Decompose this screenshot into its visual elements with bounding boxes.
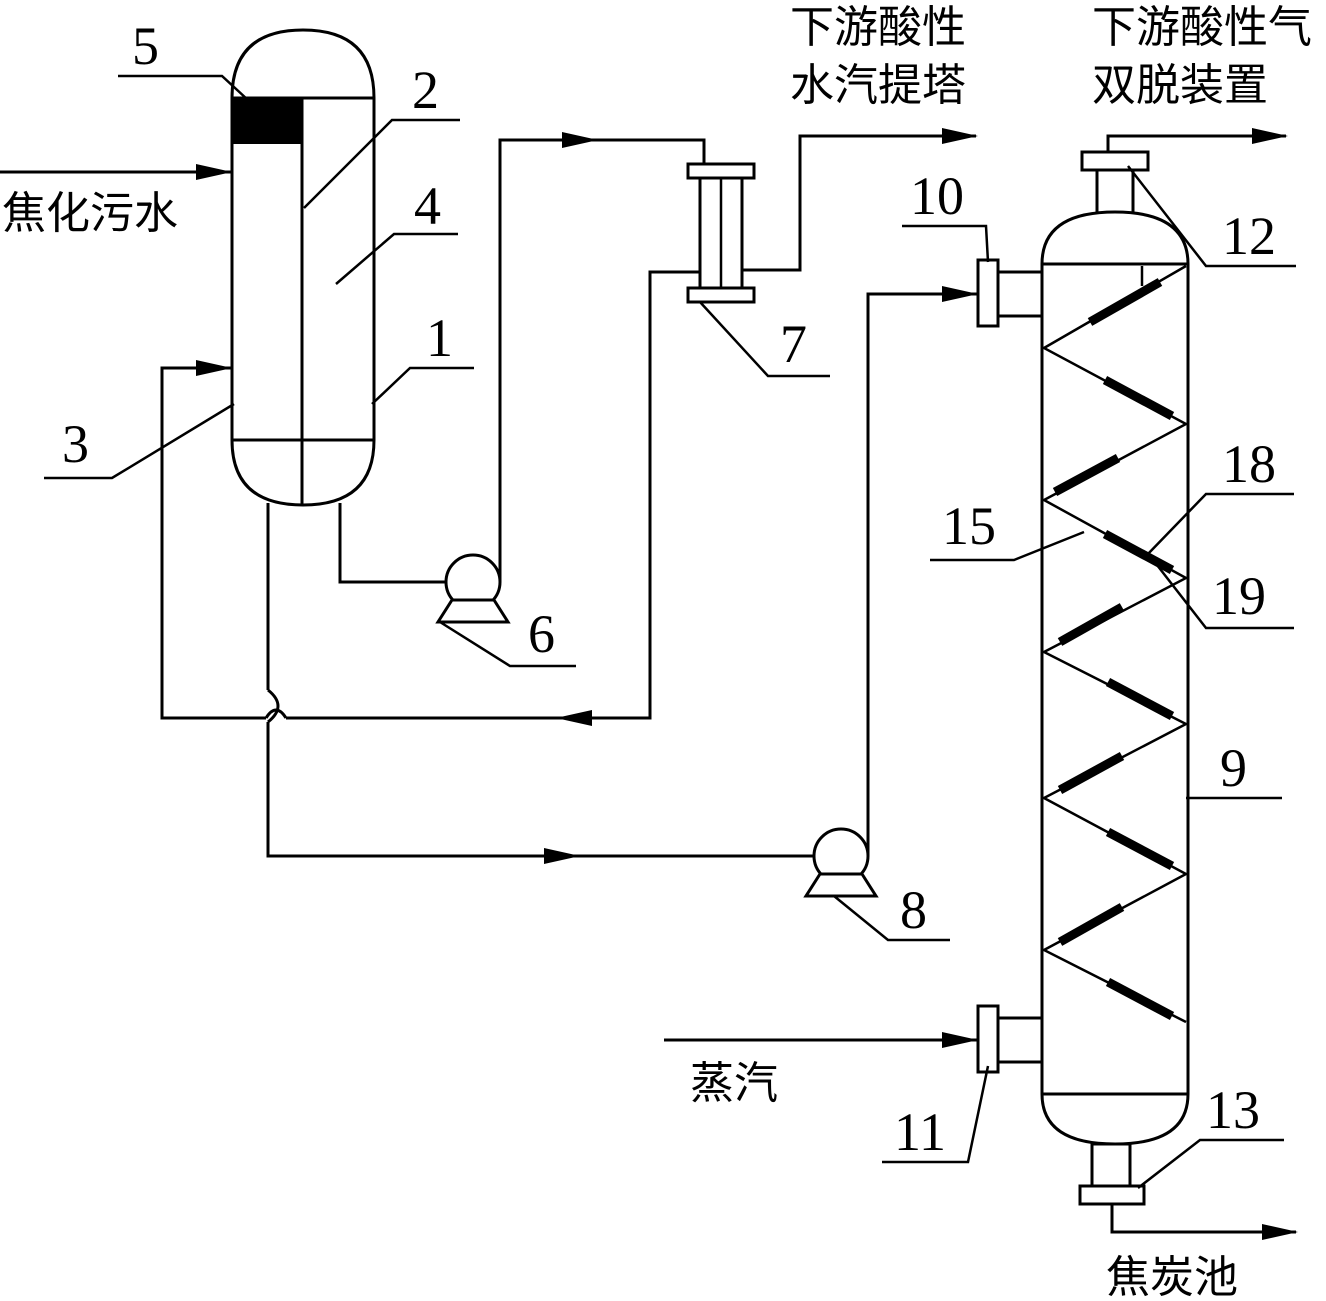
label-coke-pool: 焦炭池 (1106, 1252, 1238, 1301)
pump-8 (803, 827, 879, 898)
line-to-pump-6 (338, 503, 446, 584)
callout-10: 10 (910, 166, 964, 226)
callout-3: 3 (62, 414, 89, 474)
callout-18: 18 (1222, 434, 1276, 494)
callout-8: 8 (900, 880, 927, 940)
recycle-return-line (286, 270, 700, 720)
callout-11: 11 (894, 1102, 946, 1162)
pump-8-discharge-line (866, 292, 978, 856)
callout-5: 5 (132, 16, 159, 76)
callout-1: 1 (426, 308, 453, 368)
stripping-column (976, 128, 1298, 1240)
callout-4: 4 (414, 176, 441, 236)
label-acid-gas-2: 双脱装置 (1092, 60, 1268, 111)
callout-12: 12 (1222, 206, 1276, 266)
callout-2: 2 (412, 60, 439, 120)
separator-vessel (230, 28, 376, 507)
label-wastewater-in: 焦化污水 (2, 188, 178, 239)
callout-15: 15 (942, 496, 996, 556)
callout-6: 6 (528, 604, 555, 664)
label-acid-stripper-1: 下游酸性 (790, 2, 966, 53)
callout-19: 19 (1212, 566, 1266, 626)
line-to-acid-stripper (742, 134, 976, 272)
pump-6 (435, 553, 511, 624)
heat-exchanger (686, 162, 756, 304)
coalescer-pack (232, 98, 302, 144)
pump-6-discharge-line (498, 138, 706, 582)
callout-7: 7 (780, 314, 807, 374)
label-steam-in: 蒸汽 (690, 1058, 778, 1109)
label-acid-stripper-2: 水汽提塔 (790, 60, 966, 111)
callout-13: 13 (1206, 1080, 1260, 1140)
label-acid-gas-1: 下游酸性气 (1092, 2, 1312, 53)
callout-9: 9 (1220, 738, 1247, 798)
leader-lines (44, 74, 1296, 1189)
